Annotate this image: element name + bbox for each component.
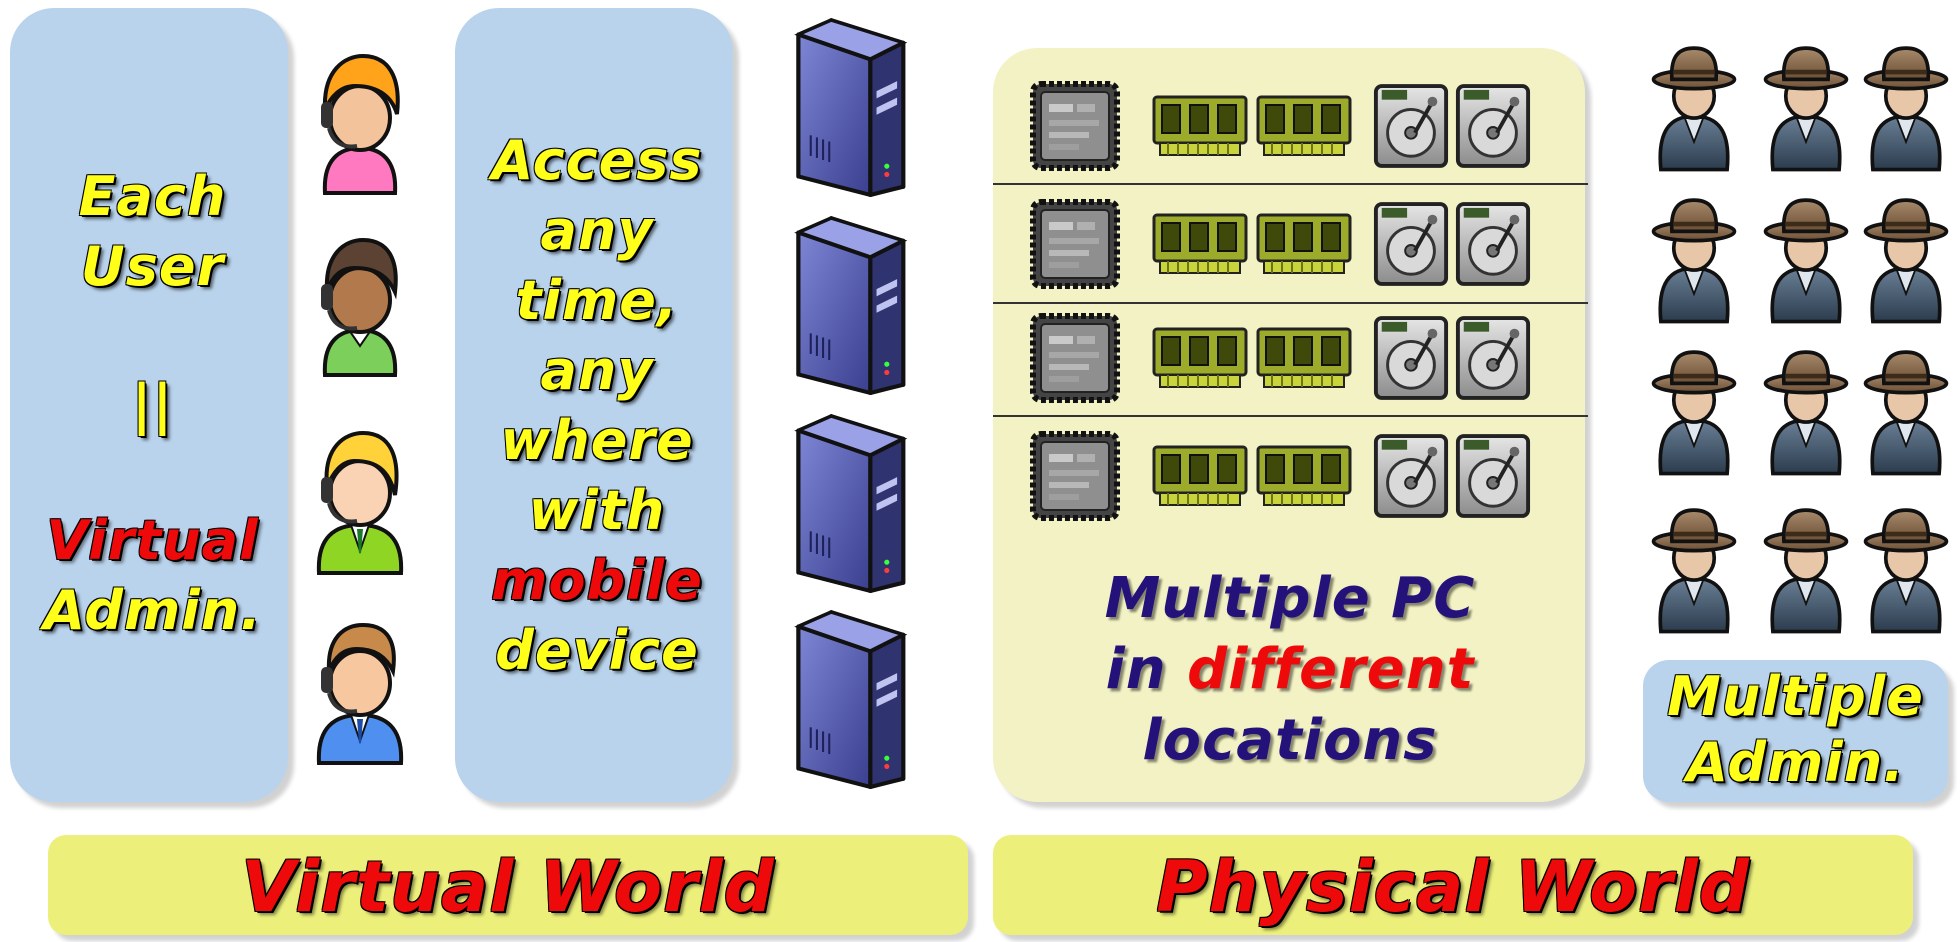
multiple-admin-panel [1643, 660, 1948, 802]
access-line-7: mobile [491, 549, 703, 612]
server-tower-icon [787, 210, 927, 395]
ram-module-icon [1254, 206, 1354, 282]
admin-hat-person-icon [1860, 342, 1952, 480]
access-line-2: any [540, 199, 654, 262]
row-divider [993, 415, 1588, 417]
equals-symbol: || [131, 373, 174, 436]
user-orange-headset-icon [321, 53, 400, 195]
hard-disk-icon [1454, 428, 1532, 524]
cpu-chip-icon [1025, 308, 1125, 408]
access-line-8: device [495, 619, 699, 682]
access-line-3: time, [515, 269, 679, 332]
admin-hat-person-icon [1760, 38, 1852, 176]
admin-label: Admin. [43, 579, 262, 642]
cpu-chip-icon [1025, 76, 1125, 176]
hard-disk-icon [1372, 196, 1450, 292]
admin-hat-person-icon [1648, 500, 1740, 638]
access-line-6: with [528, 479, 666, 542]
virtual-label: Virtual [46, 509, 259, 572]
virtual-admin-panel [10, 8, 288, 802]
access-text: Access any time, any where with mobile d… [452, 126, 742, 686]
each-label: Each [78, 165, 227, 228]
admin-hat-person-icon [1648, 38, 1740, 176]
access-line-5: where [500, 409, 694, 472]
virtual-admin-text: Each User || Virtual Admin. [10, 162, 295, 646]
different-label: different [1187, 637, 1475, 702]
admin-hat-person-icon [1760, 500, 1852, 638]
server-tower-icon [787, 604, 927, 789]
ram-module-icon [1150, 88, 1250, 164]
admin-hat-person-icon [1648, 190, 1740, 328]
in-different-line: in different [995, 634, 1585, 705]
hard-disk-icon [1454, 310, 1532, 406]
hard-disk-icon [1454, 196, 1532, 292]
multiple-pc-label: Multiple PC [1104, 566, 1476, 631]
hard-disk-icon [1372, 310, 1450, 406]
virtual-world-label: Virtual World [241, 846, 775, 928]
ram-module-icon [1254, 438, 1354, 514]
ram-module-icon [1150, 320, 1250, 396]
access-panel [455, 8, 733, 802]
ram-module-icon [1150, 206, 1250, 282]
physical-pc-panel [993, 48, 1585, 802]
admin-hat-person-icon [1648, 342, 1740, 480]
admin-hat-person-icon [1860, 190, 1952, 328]
multiple-label: Multiple [1667, 665, 1924, 728]
hard-disk-icon [1372, 428, 1450, 524]
hard-disk-icon [1454, 78, 1532, 174]
locations-label: locations [1142, 708, 1438, 773]
multiple-pc-text: Multiple PC in different locations [995, 563, 1585, 776]
access-line-4: any [540, 339, 654, 402]
server-tower-icon [787, 12, 927, 197]
row-divider [993, 302, 1588, 304]
admin-hat-person-icon [1860, 500, 1952, 638]
user-green-headset-icon [321, 237, 398, 377]
admin-label: Admin. [1686, 731, 1905, 794]
ram-module-icon [1254, 88, 1354, 164]
cpu-chip-icon [1025, 426, 1125, 526]
admin-hat-person-icon [1760, 190, 1852, 328]
physical-world-label: Physical World [1156, 846, 1750, 928]
user-label: User [80, 235, 225, 298]
user-blonde-headset-icon [316, 430, 404, 575]
in-label: in [1105, 637, 1188, 702]
cpu-chip-icon [1025, 194, 1125, 294]
admin-hat-person-icon [1760, 342, 1852, 480]
row-divider [993, 183, 1588, 185]
multiple-admin-text: Multiple Admin. [1643, 664, 1948, 796]
admin-hat-person-icon [1860, 38, 1952, 176]
virtual-world-bar [48, 835, 968, 935]
server-tower-icon [787, 408, 927, 593]
ram-module-icon [1150, 438, 1250, 514]
physical-world-bar [993, 835, 1913, 935]
hard-disk-icon [1372, 78, 1450, 174]
ram-module-icon [1254, 320, 1354, 396]
access-line-1: Access [491, 129, 703, 192]
user-blue-headset-icon [316, 622, 404, 765]
